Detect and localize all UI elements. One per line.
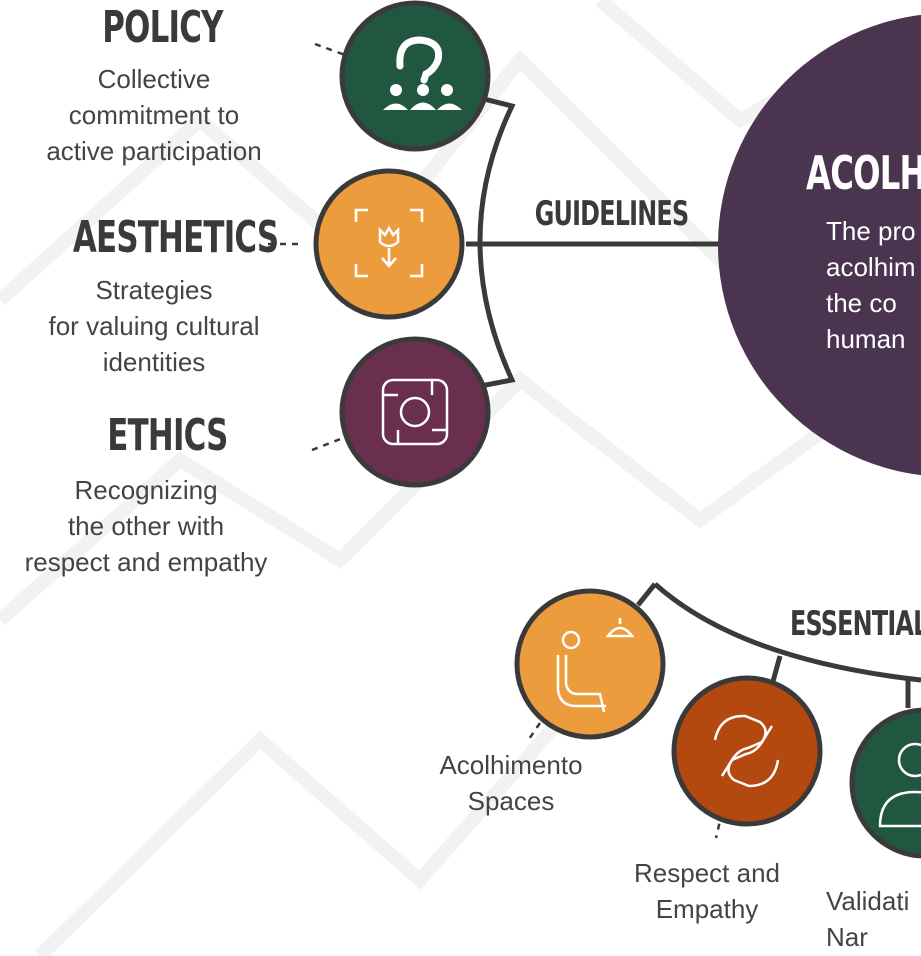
center-title: ACOLHI	[806, 146, 921, 200]
joined-hands-icon	[381, 378, 449, 446]
spaces-label: Acolhimento Spaces	[439, 750, 583, 816]
essential-label: ESSENTIAL	[790, 604, 921, 644]
aesthetics-title: AESTHETICS	[72, 212, 279, 263]
essential-arc	[653, 582, 921, 683]
essential-branch-1	[636, 582, 657, 607]
spaces-connector	[525, 722, 542, 743]
ethics-node	[339, 336, 491, 488]
center-circle	[718, 14, 921, 476]
aesthetics-description: Strategies for valuing cultural identiti…	[48, 275, 260, 377]
respect-label: Respect and Empathy	[634, 858, 780, 924]
policy-node	[339, 0, 491, 152]
guidelines-label: GUIDELINES	[534, 194, 689, 234]
validation-node	[849, 707, 921, 859]
policy-description: Collective commitment to active particip…	[46, 64, 262, 166]
ethics-title: ETHICS	[107, 410, 228, 461]
ethics-description: Recognizing the other with respect and e…	[24, 475, 268, 577]
guidelines-bracket	[459, 90, 516, 391]
person-avatar-icon	[878, 742, 921, 828]
ethics-connector	[311, 436, 344, 452]
respect-node	[671, 675, 823, 827]
policy-title: POLICY	[102, 2, 223, 53]
handshake-fist-icon	[713, 714, 780, 788]
flower-frame-icon	[354, 208, 424, 278]
center-description: The pro acolhim the co human	[826, 216, 916, 354]
essential-branch-2	[769, 655, 783, 686]
policy-connector	[314, 42, 346, 57]
aesthetics-node	[313, 168, 465, 320]
validation-label: Validati Nar	[826, 886, 910, 952]
spaces-node	[514, 588, 666, 740]
person-seated-lamp-icon	[556, 618, 635, 713]
people-question-icon	[383, 36, 462, 110]
